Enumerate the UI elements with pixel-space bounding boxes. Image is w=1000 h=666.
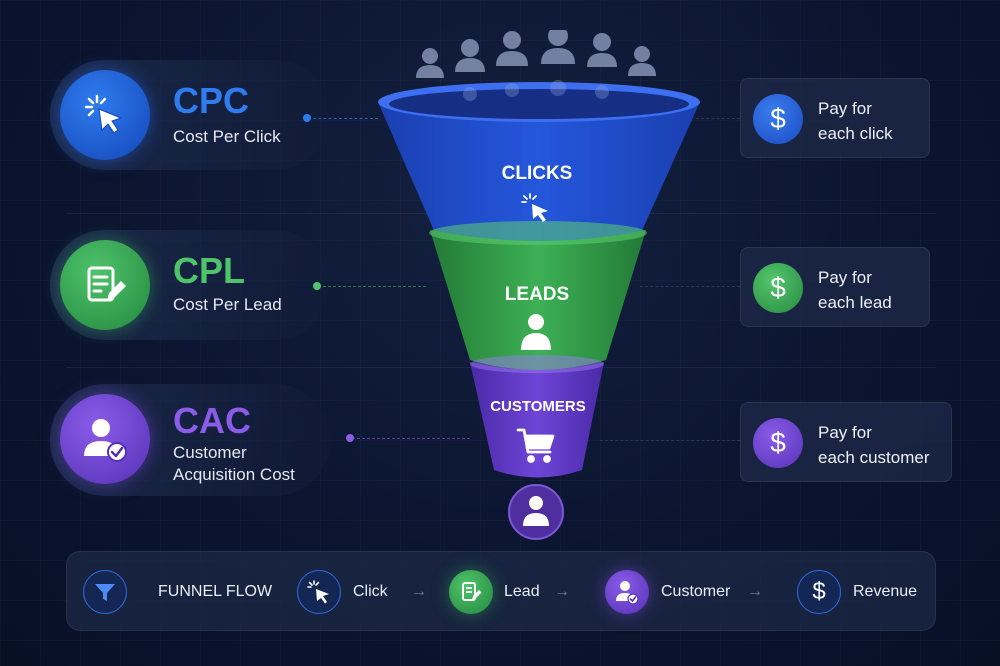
pay-card-line1: Pay for [818, 423, 872, 442]
connector-line [352, 438, 470, 439]
flow-step-label: Customer [661, 583, 731, 600]
pay-card-lead: $ Pay for each lead [740, 247, 930, 327]
funnel-stage-customers: CUSTOMERS [490, 398, 586, 415]
document-edit-icon [60, 240, 150, 330]
cursor-click-icon [297, 570, 341, 614]
connector-line [600, 440, 740, 441]
pay-card-customer: $ Pay for each customer [740, 402, 952, 482]
pay-card-line2: each lead [818, 293, 892, 312]
connector-dot [313, 282, 321, 290]
pay-card-click: $ Pay for each click [740, 78, 930, 158]
shopping-cart-icon [516, 428, 555, 463]
metric-cac: CAC Customer Acquisition Cost [50, 384, 330, 496]
funnel-graphic [378, 30, 700, 540]
document-edit-icon [449, 570, 493, 614]
dollar-icon: $ [753, 263, 803, 313]
funnel-icon [83, 570, 127, 614]
metric-full-name: Cost Per Lead [173, 295, 282, 314]
person-icon [521, 314, 551, 350]
funnel-stage-leads: LEADS [504, 284, 570, 305]
user-check-icon [60, 394, 150, 484]
connector-dot [346, 434, 354, 442]
flow-step-label: Click [353, 583, 388, 600]
people-crowd-icon [416, 30, 656, 78]
connector-line [696, 118, 740, 119]
user-check-icon [605, 570, 649, 614]
flow-arrow: → [747, 583, 763, 600]
flow-step-label: Lead [504, 583, 540, 600]
pay-card-line2: each customer [818, 448, 930, 467]
flow-title: FUNNEL FLOW [158, 583, 273, 600]
connector-line [308, 118, 378, 119]
dollar-icon: $ [753, 94, 803, 144]
metric-abbr: CPL [173, 250, 245, 291]
flow-step-label: Revenue [853, 583, 918, 600]
dollar-icon: $ [753, 418, 803, 468]
pay-card-line1: Pay for [818, 99, 872, 118]
metric-cpc: CPC Cost Per Click [50, 60, 330, 170]
metric-full-name-line1: Customer [173, 443, 247, 462]
flow-arrow: → [411, 583, 427, 600]
metric-abbr: CAC [173, 400, 251, 441]
metric-abbr: CPC [173, 80, 250, 121]
person-icon [523, 496, 549, 526]
dollar-icon: $ [797, 570, 841, 614]
metric-cpl: CPL Cost Per Lead [50, 230, 330, 340]
connector-line [318, 286, 426, 287]
funnel-flow-bar: FUNNEL FLOW Click → Lead → Customer → $ … [66, 551, 936, 631]
metric-full-name-line2: Acquisition Cost [173, 465, 295, 484]
connector-line [640, 286, 740, 287]
funnel-stage-clicks: CLICKS [501, 163, 573, 184]
cursor-click-icon [60, 70, 150, 160]
cursor-click-icon [521, 193, 548, 222]
pay-card-line2: each click [818, 124, 893, 143]
connector-dot [303, 114, 311, 122]
pay-card-line1: Pay for [818, 268, 872, 287]
metric-full-name: Cost Per Click [173, 127, 281, 146]
flow-arrow: → [554, 583, 570, 600]
